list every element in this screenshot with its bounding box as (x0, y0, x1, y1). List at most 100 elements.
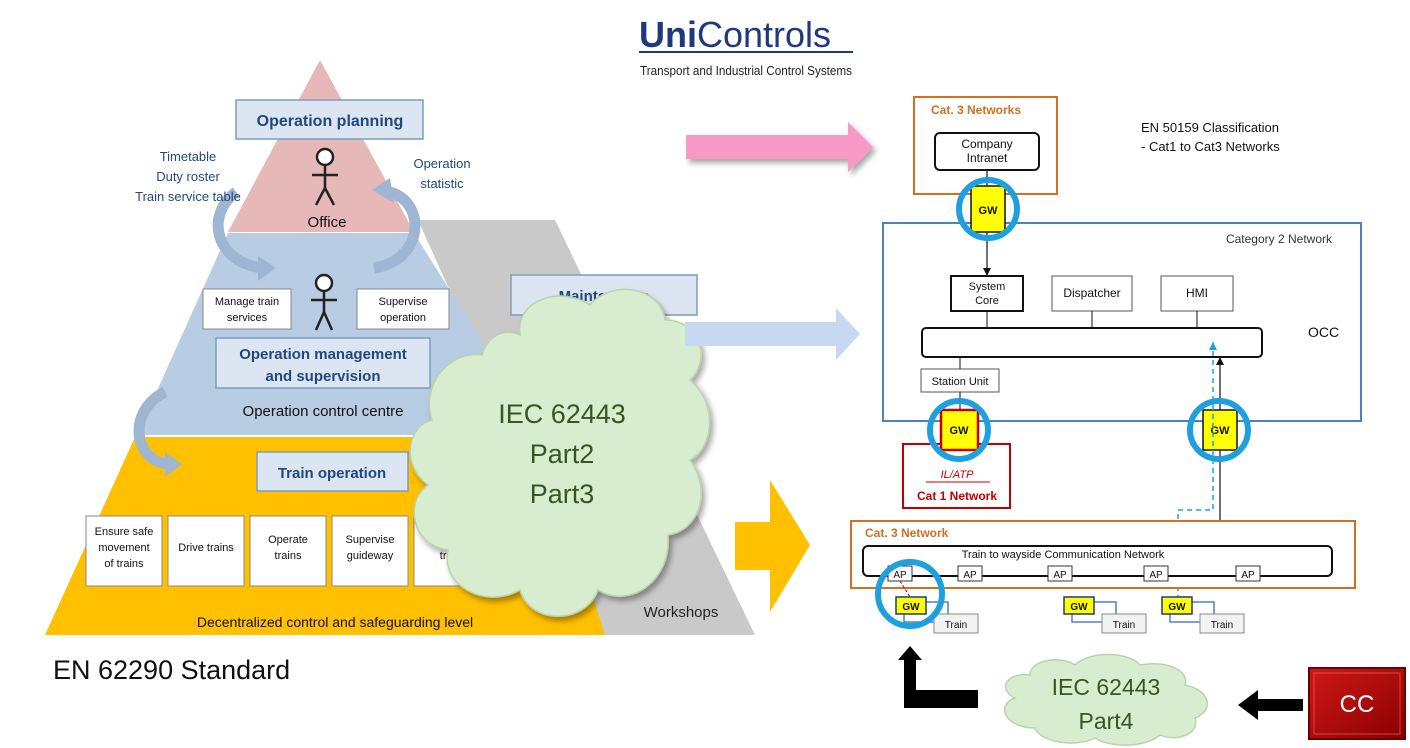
operation-management-box (215, 337, 431, 389)
cat1-network-box (902, 443, 1011, 509)
manage-train-services-line2: services (227, 312, 268, 324)
system-core-box (950, 275, 1024, 312)
occ-bus (921, 327, 1263, 358)
gw-train (895, 596, 927, 615)
dispatcher-box (1051, 275, 1133, 312)
cat1-title: Cat 1 Network (917, 489, 997, 503)
classification-line1: EN 50159 Classification (1141, 120, 1279, 135)
gw-occ-label: GW (1211, 425, 1231, 437)
cc-label: CC (1340, 691, 1375, 718)
train-operation-box (256, 451, 409, 492)
gw-occ-ring (1187, 398, 1251, 462)
gw-station (939, 408, 980, 452)
cat2-title: Category 2 Network (1226, 232, 1333, 246)
cloud-main-line2: Part2 (530, 439, 595, 469)
comm-network-label: Train to wayside Communication Network (962, 549, 1165, 561)
access-point-label: AP (1149, 570, 1163, 581)
train-box (1199, 613, 1245, 634)
train-box (933, 613, 979, 634)
gold-arrow (735, 480, 810, 612)
task-label: Ensure safe (95, 526, 154, 538)
access-point (957, 565, 983, 582)
task-label: Drive trains (178, 542, 234, 554)
access-points: AP AP AP AP AP (887, 565, 1261, 582)
gw-train-label: GW (1168, 602, 1186, 613)
dispatcher-label: Dispatcher (1063, 286, 1120, 300)
company-intranet-line1: Company (961, 137, 1012, 151)
hmi-box (1160, 275, 1234, 312)
operation-statistic-line1: Operation (413, 156, 470, 171)
gw-train (1161, 596, 1193, 615)
task-box (249, 515, 327, 587)
access-point (1235, 565, 1261, 582)
network-diagram: Cat. 3 Networks Company Intranet EN 5015… (850, 96, 1362, 634)
access-point (1143, 565, 1169, 582)
task-label: trains (275, 550, 302, 562)
pink-arrow (686, 122, 873, 172)
task-label: Operate (268, 534, 308, 546)
manage-train-services-box (202, 288, 292, 330)
il-atp-label: IL/ATP (941, 469, 974, 481)
gw-top-label: GW (979, 205, 999, 217)
supervise-operation-line1: Supervise (379, 296, 428, 308)
curve-arrowhead (372, 178, 394, 203)
occ-label: OCC (1308, 324, 1339, 340)
svg-text:UniControls: UniControls (639, 14, 831, 55)
input-train-service-table: Train service table (135, 189, 241, 204)
task-label: movement (98, 542, 149, 554)
supervise-operation-box (356, 288, 450, 330)
curve-arrow-planning-to-management (212, 187, 264, 274)
operation-control-centre-label: Operation control centre (243, 403, 404, 420)
cat3-top-title: Cat. 3 Networks (931, 103, 1021, 117)
access-point-label: AP (963, 570, 977, 581)
classification-line2: - Cat1 to Cat3 Networks (1141, 139, 1280, 154)
train-label: Train (1113, 620, 1135, 631)
task-box (85, 515, 163, 587)
manage-train-services-line1: Manage train (215, 296, 279, 308)
operation-planning-box (235, 99, 424, 140)
task-box (167, 515, 245, 587)
cloud-small-line1: IEC 62443 (1052, 674, 1161, 700)
gw-train-ring (875, 559, 945, 629)
task-label: Supervise (346, 534, 395, 546)
office-label: Office (308, 214, 347, 231)
system-core-line1: System (969, 281, 1006, 293)
gw-top-ring (956, 177, 1020, 241)
operation-management-line2: and supervision (265, 368, 380, 385)
logo-uni: Uni (639, 14, 697, 55)
office-tier (228, 60, 414, 232)
curve-arrow-management-to-operation (133, 387, 170, 470)
access-point-label: AP (1053, 570, 1067, 581)
operation-statistic-line2: statistic (420, 176, 464, 191)
office-person-icon (312, 147, 338, 206)
cloud-small-line2: Part4 (1079, 708, 1134, 734)
task-label: guideway (347, 550, 394, 562)
access-point-label: AP (893, 570, 907, 581)
cloud-main-line3: Part3 (530, 479, 595, 509)
train-operation-label: Train operation (278, 465, 386, 482)
iec-62443-cloud (409, 288, 711, 617)
return-arrow (898, 646, 978, 708)
gw-top (970, 185, 1006, 233)
access-point (1047, 565, 1073, 582)
gw-train-label: GW (1070, 602, 1088, 613)
iec-62443-part4-cloud (1003, 653, 1209, 746)
system-core-line2: Core (975, 295, 999, 307)
curve-arrowhead (258, 256, 276, 281)
hmi-label: HMI (1186, 286, 1208, 300)
cat3-bottom-title: Cat. 3 Network (865, 526, 949, 540)
gw-train (1063, 596, 1095, 615)
operation-management-line1: Operation management (239, 346, 407, 363)
curve-arrowhead (165, 452, 182, 477)
station-unit-label: Station Unit (932, 376, 989, 388)
access-point-label: AP (1241, 570, 1255, 581)
company-intranet-line2: Intranet (967, 151, 1008, 165)
cc-arrow (1238, 690, 1303, 720)
train-box (1101, 613, 1147, 634)
operation-planning-label: Operation planning (257, 113, 404, 130)
management-person-icon (311, 273, 337, 331)
supervise-operation-line2: operation (380, 312, 426, 324)
